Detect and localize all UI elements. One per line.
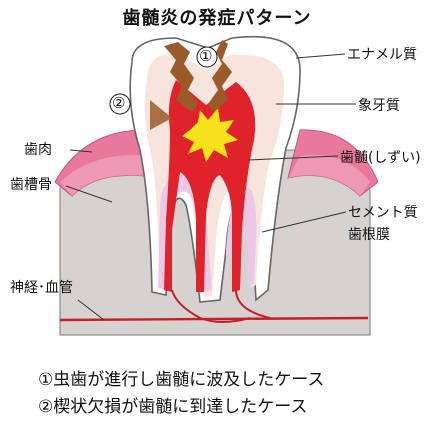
caption-1: ①虫歯が進行し歯髄に波及したケース bbox=[38, 365, 324, 390]
label-gum: 歯肉 bbox=[24, 139, 52, 159]
label-cementum: セメント質 bbox=[348, 202, 418, 222]
marker-two: ② bbox=[112, 94, 125, 112]
label-alveolar-bone: 歯槽骨 bbox=[10, 174, 52, 194]
label-periodontal-membrane: 歯根膜 bbox=[348, 224, 390, 244]
label-pulp: 歯髄(しずい) bbox=[340, 147, 421, 167]
caption-2: ②楔状欠損が歯髄に到達したケース bbox=[38, 392, 307, 417]
label-enamel: エナメル質 bbox=[347, 44, 417, 64]
marker-one: ① bbox=[199, 47, 212, 65]
label-nerve-vessel: 神経･血管 bbox=[10, 277, 73, 297]
label-dentin: 象牙質 bbox=[358, 95, 400, 115]
